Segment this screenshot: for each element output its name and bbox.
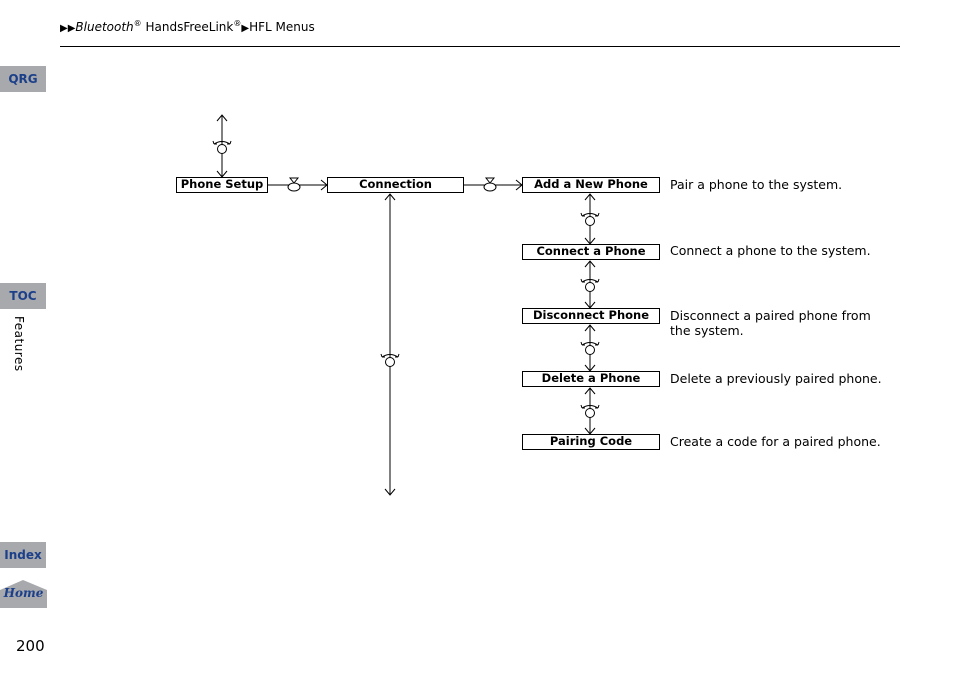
- disconnect-phone-description: Disconnect a paired phone from the syste…: [670, 308, 871, 338]
- home-tab[interactable]: Home: [0, 580, 47, 608]
- breadcrumb: ▶▶Bluetooth® HandsFreeLink®▶HFL Menus: [60, 19, 315, 34]
- breadcrumb-arrow-icon: ▶▶: [60, 23, 76, 34]
- delete-phone-description: Delete a previously paired phone.: [670, 371, 882, 386]
- header-rule: [60, 46, 900, 47]
- connection-vertical-arrow: [384, 193, 396, 496]
- qrg-tab[interactable]: QRG: [0, 66, 46, 92]
- connect-phone-box: Connect a Phone: [522, 244, 660, 260]
- breadcrumb-bluetooth: Bluetooth: [75, 20, 134, 34]
- press-knob-icon: [287, 177, 301, 192]
- breadcrumb-separator-icon: ▶: [241, 23, 250, 34]
- delete-phone-box: Delete a Phone: [522, 371, 660, 387]
- add-new-phone-description: Pair a phone to the system.: [670, 177, 843, 192]
- index-tab[interactable]: Index: [0, 542, 46, 568]
- section-label: Features: [12, 316, 26, 372]
- toc-tab[interactable]: TOC: [0, 283, 46, 309]
- pairing-code-box: Pairing Code: [522, 434, 660, 450]
- breadcrumb-handsfreelink: HandsFreeLink: [141, 20, 234, 34]
- home-label: Home: [3, 586, 44, 600]
- breadcrumb-hfl-menus: HFL Menus: [249, 20, 315, 34]
- phone-setup-box: Phone Setup: [176, 177, 268, 193]
- connect-phone-description: Connect a phone to the system.: [670, 243, 871, 258]
- connection-box: Connection: [327, 177, 464, 193]
- add-new-phone-box: Add a New Phone: [522, 177, 660, 193]
- press-knob-icon: [483, 177, 497, 192]
- page-number: 200: [16, 637, 45, 655]
- disconnect-phone-box: Disconnect Phone: [522, 308, 660, 324]
- home-icon: [0, 580, 47, 608]
- pairing-code-description: Create a code for a paired phone.: [670, 434, 881, 449]
